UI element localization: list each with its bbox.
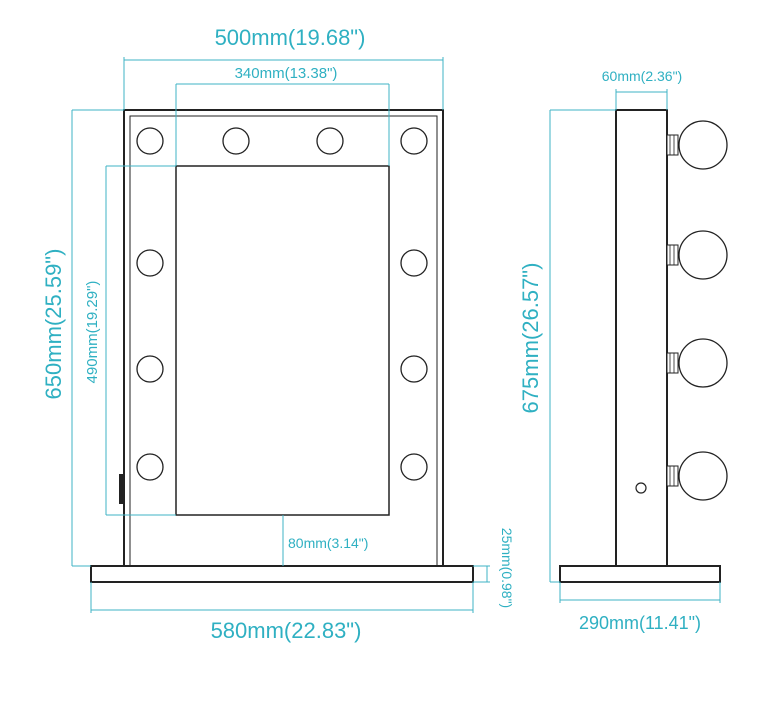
side-view <box>559 109 728 583</box>
bulb <box>136 127 164 155</box>
frame-depth-label: 60mm(2.36") <box>602 68 682 84</box>
bulb <box>400 453 428 481</box>
bulb <box>136 249 164 277</box>
overall-width-label: 500mm(19.68") <box>215 25 366 50</box>
base-thickness-label: 25mm(0.98") <box>499 528 515 608</box>
front-outer-frame <box>123 109 444 567</box>
base-width-label: 580mm(22.83") <box>211 618 362 643</box>
bulb <box>136 355 164 383</box>
front-dimensions: 500mm(19.68") 340mm(13.38") 650mm(25.59"… <box>41 25 515 643</box>
front-view <box>90 109 474 583</box>
bulb <box>400 249 428 277</box>
side-frame-column <box>615 109 668 567</box>
side-dimensions: 60mm(2.36") 675mm(26.57") 290mm(11.41") <box>518 68 721 633</box>
bulb <box>400 127 428 155</box>
bulb <box>316 127 344 155</box>
bulb <box>136 453 164 481</box>
front-base-plate <box>90 565 474 583</box>
bottom-margin-label: 80mm(3.14") <box>288 535 368 551</box>
bulb <box>222 127 250 155</box>
side-bulb <box>666 338 728 388</box>
mirror-width-label: 340mm(13.38") <box>235 65 338 82</box>
overall-height-label: 650mm(25.59") <box>41 249 66 400</box>
mirror-glass <box>175 165 390 516</box>
base-depth-label: 290mm(11.41") <box>579 613 701 633</box>
side-bulb <box>666 120 728 170</box>
power-button <box>635 482 647 494</box>
bulb <box>400 355 428 383</box>
total-height-label: 675mm(26.57") <box>518 263 543 414</box>
side-bulb <box>666 451 728 501</box>
power-switch <box>119 474 125 504</box>
side-bulb <box>666 230 728 280</box>
side-base-plate <box>559 565 721 583</box>
mirror-height-label: 490mm(19.29") <box>84 281 101 384</box>
